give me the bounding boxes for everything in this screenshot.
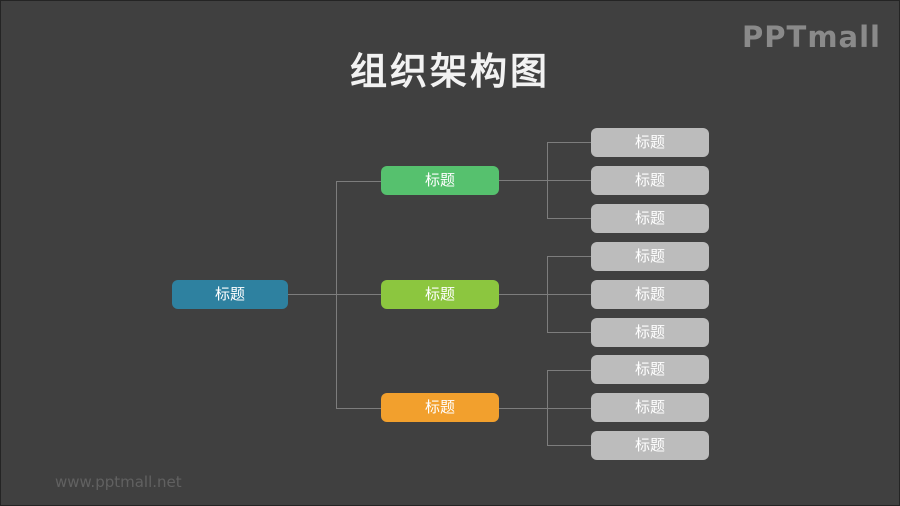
- connector-branch1-child3: [547, 218, 591, 219]
- org-node-leaf-1-3: 标题: [591, 204, 709, 233]
- org-node-branch-3: 标题: [381, 393, 499, 422]
- org-node-branch-1: 标题: [381, 166, 499, 195]
- org-node-leaf-2-2: 标题: [591, 280, 709, 309]
- org-node-leaf-3-2: 标题: [591, 393, 709, 422]
- connector-branch2-child2: [499, 294, 591, 295]
- watermark: www.pptmall.net: [55, 473, 182, 491]
- connector-branch3-child3: [547, 445, 591, 446]
- connector-branch2-child3: [547, 332, 591, 333]
- pptmall-logo: PPTmall: [742, 20, 881, 54]
- org-node-branch-2: 标题: [381, 280, 499, 309]
- connector-root-to-branch3: [336, 408, 381, 409]
- connector-branch2-child1: [547, 256, 591, 257]
- org-node-leaf-1-2: 标题: [591, 166, 709, 195]
- connector-branch1-child2: [499, 180, 591, 181]
- connector-branch1-child1: [547, 142, 591, 143]
- connector-branch3-child1: [547, 370, 591, 371]
- connector-root-trunk: [336, 181, 337, 408]
- org-node-leaf-2-1: 标题: [591, 242, 709, 271]
- org-node-leaf-1-1: 标题: [591, 128, 709, 157]
- org-node-leaf-3-1: 标题: [591, 355, 709, 384]
- org-node-leaf-3-3: 标题: [591, 431, 709, 460]
- connector-branch3-child2: [499, 408, 591, 409]
- org-node-leaf-2-3: 标题: [591, 318, 709, 347]
- org-node-root: 标题: [172, 280, 288, 309]
- connector-root-to-branch2: [288, 294, 381, 295]
- page-title: 组织架构图: [350, 50, 550, 93]
- connector-root-to-branch1: [336, 181, 381, 182]
